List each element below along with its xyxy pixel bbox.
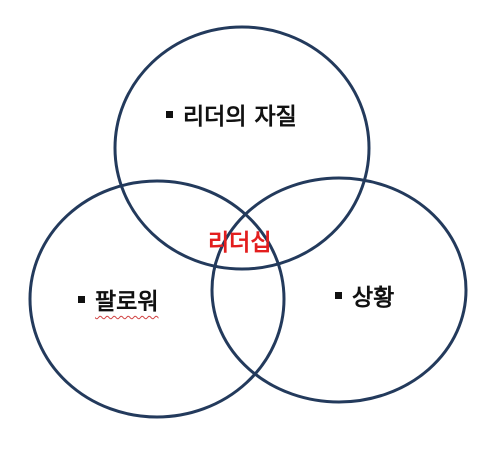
label-leader-qualities: 리더의 자질 [166,106,297,129]
label-situation: 상황 [335,287,394,310]
bullet-icon [166,111,173,118]
bullet-icon [335,292,342,299]
circle-followers [28,179,286,419]
label-leader-qualities-text: 리더의 자질 [183,104,297,130]
label-followers: 팔로워 [78,291,158,314]
label-situation-text: 상황 [352,285,395,311]
circle-situation [210,176,468,404]
circle-leader-qualities [113,25,371,271]
bullet-icon [78,296,85,303]
label-followers-text: 팔로워 [95,289,159,315]
label-leadership: 리더십 [208,230,272,256]
